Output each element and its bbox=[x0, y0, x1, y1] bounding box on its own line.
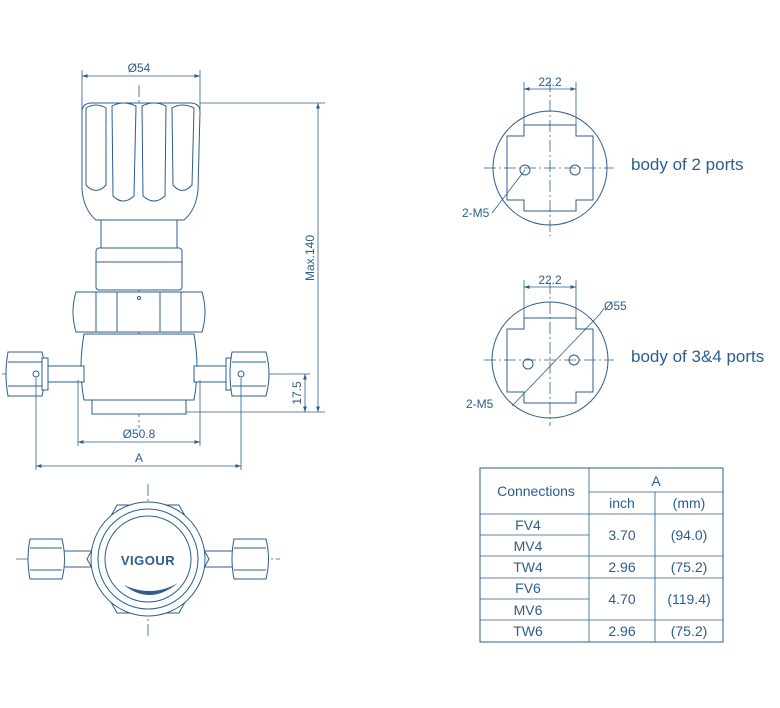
right-port-fitting bbox=[193, 351, 270, 397]
body34-width-text: 22.2 bbox=[538, 273, 562, 287]
table-cell-inch: 2.96 bbox=[608, 559, 635, 575]
dim-knob-diameter-text: Ø54 bbox=[128, 61, 151, 75]
logo-swoosh bbox=[124, 583, 178, 596]
table-cell-mm: (94.0) bbox=[671, 527, 708, 543]
connections-table: Connections A inch (mm) FV4 MV4 TW4 FV6 … bbox=[479, 467, 724, 643]
table-cell-mm: (119.4) bbox=[667, 591, 710, 607]
table-cell-connection: MV6 bbox=[514, 602, 543, 618]
dim-overall-length-text: A bbox=[135, 451, 143, 465]
left-port-fitting bbox=[5, 351, 85, 397]
dim-max-height-text: Max.140 bbox=[303, 235, 317, 281]
vigour-logo: VIGOUR bbox=[121, 553, 175, 568]
body-34-ports-view: Ø55 22.2 2-M5 body of 3&4 ports bbox=[466, 273, 764, 426]
table-cell-mm: (75.2) bbox=[671, 559, 708, 575]
table-cell-connection: FV4 bbox=[515, 517, 541, 533]
dim-overall-length: A bbox=[35, 378, 242, 470]
bonnet-nut bbox=[72, 291, 206, 333]
body34-diameter-text: Ø55 bbox=[604, 299, 627, 313]
front-view: Ø54 Max.140 17.5 Ø50.8 A bbox=[2, 61, 325, 470]
table-cell-mm: (75.2) bbox=[671, 623, 708, 639]
table-cell-inch: 2.96 bbox=[608, 623, 635, 639]
body2-width-text: 22.2 bbox=[538, 75, 562, 89]
table-cell-connection: FV6 bbox=[515, 580, 541, 596]
dim-port-height-text: 17.5 bbox=[290, 381, 304, 405]
valve-body bbox=[80, 333, 198, 415]
dim-knob-diameter: Ø54 bbox=[81, 61, 201, 110]
dim-max-height: Max.140 bbox=[186, 102, 325, 413]
table-cell-inch: 4.70 bbox=[608, 591, 635, 607]
table-cell-connection: MV4 bbox=[514, 538, 543, 554]
bonnet bbox=[95, 219, 183, 291]
body2-holes-text: 2-M5 bbox=[462, 206, 490, 220]
body34-caption: body of 3&4 ports bbox=[631, 347, 764, 366]
body2-caption: body of 2 ports bbox=[631, 155, 743, 174]
table-cell-connection: TW4 bbox=[513, 559, 543, 575]
table-cell-inch: 3.70 bbox=[608, 527, 635, 543]
table-header-mm: (mm) bbox=[673, 495, 706, 511]
body-2-ports-view: 22.2 2-M5 body of 2 ports bbox=[462, 75, 743, 236]
table-cell-connection: TW6 bbox=[513, 623, 543, 639]
top-view: VIGOUR bbox=[16, 484, 280, 636]
dim-port-height: 17.5 bbox=[270, 373, 310, 412]
table-header-inch: inch bbox=[609, 495, 635, 511]
dim-body-diameter-text: Ø50.8 bbox=[123, 427, 156, 441]
dim-body-diameter: Ø50.8 bbox=[77, 380, 201, 446]
table-header-a: A bbox=[651, 473, 661, 489]
table-header-connections: Connections bbox=[497, 483, 575, 499]
body34-holes-text: 2-M5 bbox=[466, 397, 494, 411]
knob bbox=[81, 102, 201, 221]
